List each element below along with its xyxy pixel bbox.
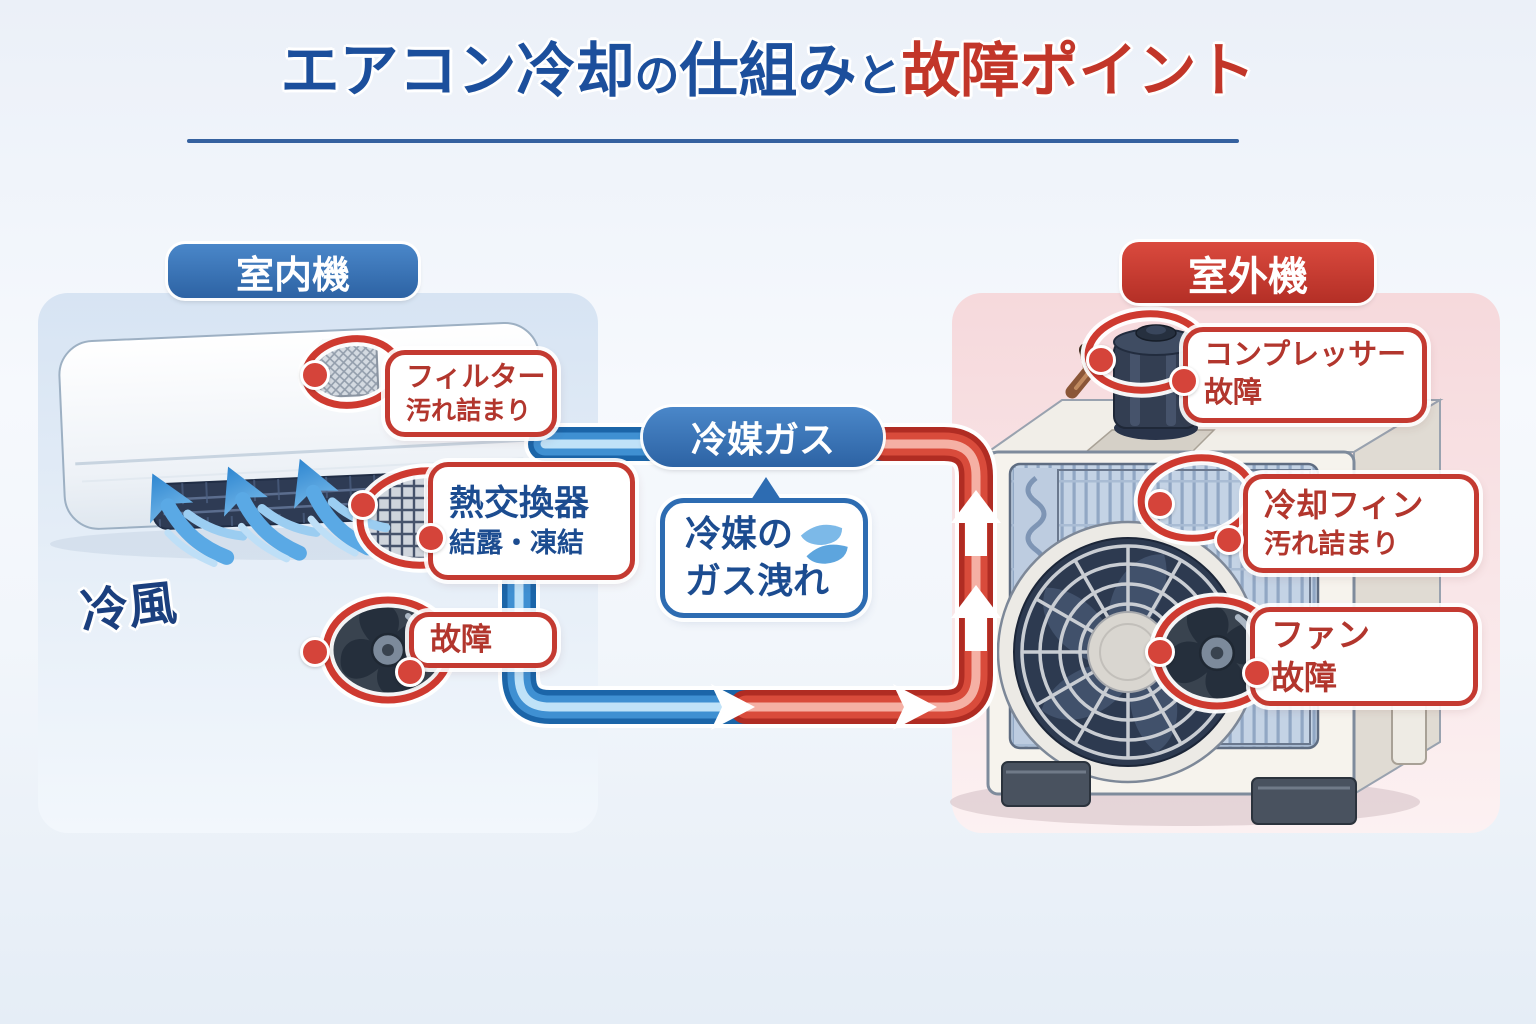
title-underline	[187, 139, 1239, 143]
pipe-flow-arrows	[711, 490, 1001, 730]
red-marker-dot-indoorfan-2	[395, 657, 425, 687]
heat-exchanger-callout: 熱交換器 結露・凍結	[428, 462, 635, 580]
outdoor-fan-failure-line2: 故障	[1271, 658, 1337, 696]
outdoor-unit-label-text: 室外機	[1188, 254, 1308, 299]
heat-exchanger-callout-line1: 熱交換器	[449, 483, 590, 523]
filter-callout-line2: 汚れ詰まり	[406, 397, 532, 426]
red-marker-dot-fins-2	[1214, 525, 1244, 555]
red-marker-dot-filter	[300, 360, 330, 390]
red-marker-dot-outdoorfan-2	[1242, 658, 1272, 688]
indoor-fan-failure-callout: 故障	[409, 612, 557, 668]
cooling-fins-line1: 冷却フィン	[1264, 487, 1424, 524]
refrigerant-leak-callout: 冷媒の ガス洩れ	[660, 477, 868, 618]
cooling-fins-line2: 汚れ詰まり	[1264, 528, 1399, 559]
compressor-failure-line2: 故障	[1204, 377, 1263, 409]
indoor-unit-label: 室内機	[168, 244, 418, 298]
heat-exchanger-callout-line2: 結露・凍結	[449, 528, 584, 559]
pipe-red-section	[729, 427, 993, 724]
title-segment: 仕組み	[679, 38, 857, 104]
refrigerant-leak-line1: 冷媒の	[685, 513, 794, 555]
filter-callout-line1: フィルター	[406, 361, 546, 393]
red-marker-dot-compressor-2	[1169, 366, 1199, 396]
title-segment: の	[634, 50, 680, 101]
page-title: エアコン冷却の仕組みと故障ポイント	[0, 42, 1536, 101]
refrigerant-gas-label: 冷媒ガス	[643, 407, 883, 467]
red-marker-dot-indoorfan-1	[300, 637, 330, 667]
cooling-fins-callout: 冷却フィン 汚れ詰まり	[1243, 474, 1479, 573]
outdoor-fan-failure-line1: ファン	[1271, 615, 1370, 653]
title-segment-failure: 故障ポイント	[901, 38, 1256, 104]
red-marker-dot-heatex-1	[348, 490, 378, 520]
red-marker-dot-fins-1	[1145, 489, 1175, 519]
indoor-fan-failure-line1: 故障	[430, 621, 492, 657]
red-marker-dot-outdoorfan-1	[1145, 637, 1175, 667]
refrigerant-gas-label-text: 冷媒ガス	[690, 419, 835, 460]
outdoor-fan-failure-callout: ファン 故障	[1250, 607, 1478, 706]
red-marker-dot-compressor-1	[1086, 345, 1116, 375]
compressor-failure-callout: コンプレッサー 故障	[1183, 327, 1427, 423]
title-segment: と	[856, 50, 902, 101]
filter-callout: フィルター 汚れ詰まり	[385, 350, 557, 437]
refrigerant-leak-line2: ガス洩れ	[685, 560, 830, 601]
cold-air-label: 冷風	[78, 577, 180, 640]
outdoor-main-fan	[996, 520, 1260, 784]
compressor-failure-line1: コンプレッサー	[1204, 339, 1407, 372]
callout-pointer	[749, 477, 783, 503]
red-marker-dot-heatex-2	[416, 523, 446, 553]
outdoor-unit-label: 室外機	[1122, 242, 1374, 303]
water-droplets-icon	[800, 524, 848, 564]
outdoor-unit-feet	[1001, 761, 1357, 825]
title-segment: エアコン冷却	[280, 38, 635, 104]
indoor-unit-label-text: 室内機	[235, 254, 350, 297]
